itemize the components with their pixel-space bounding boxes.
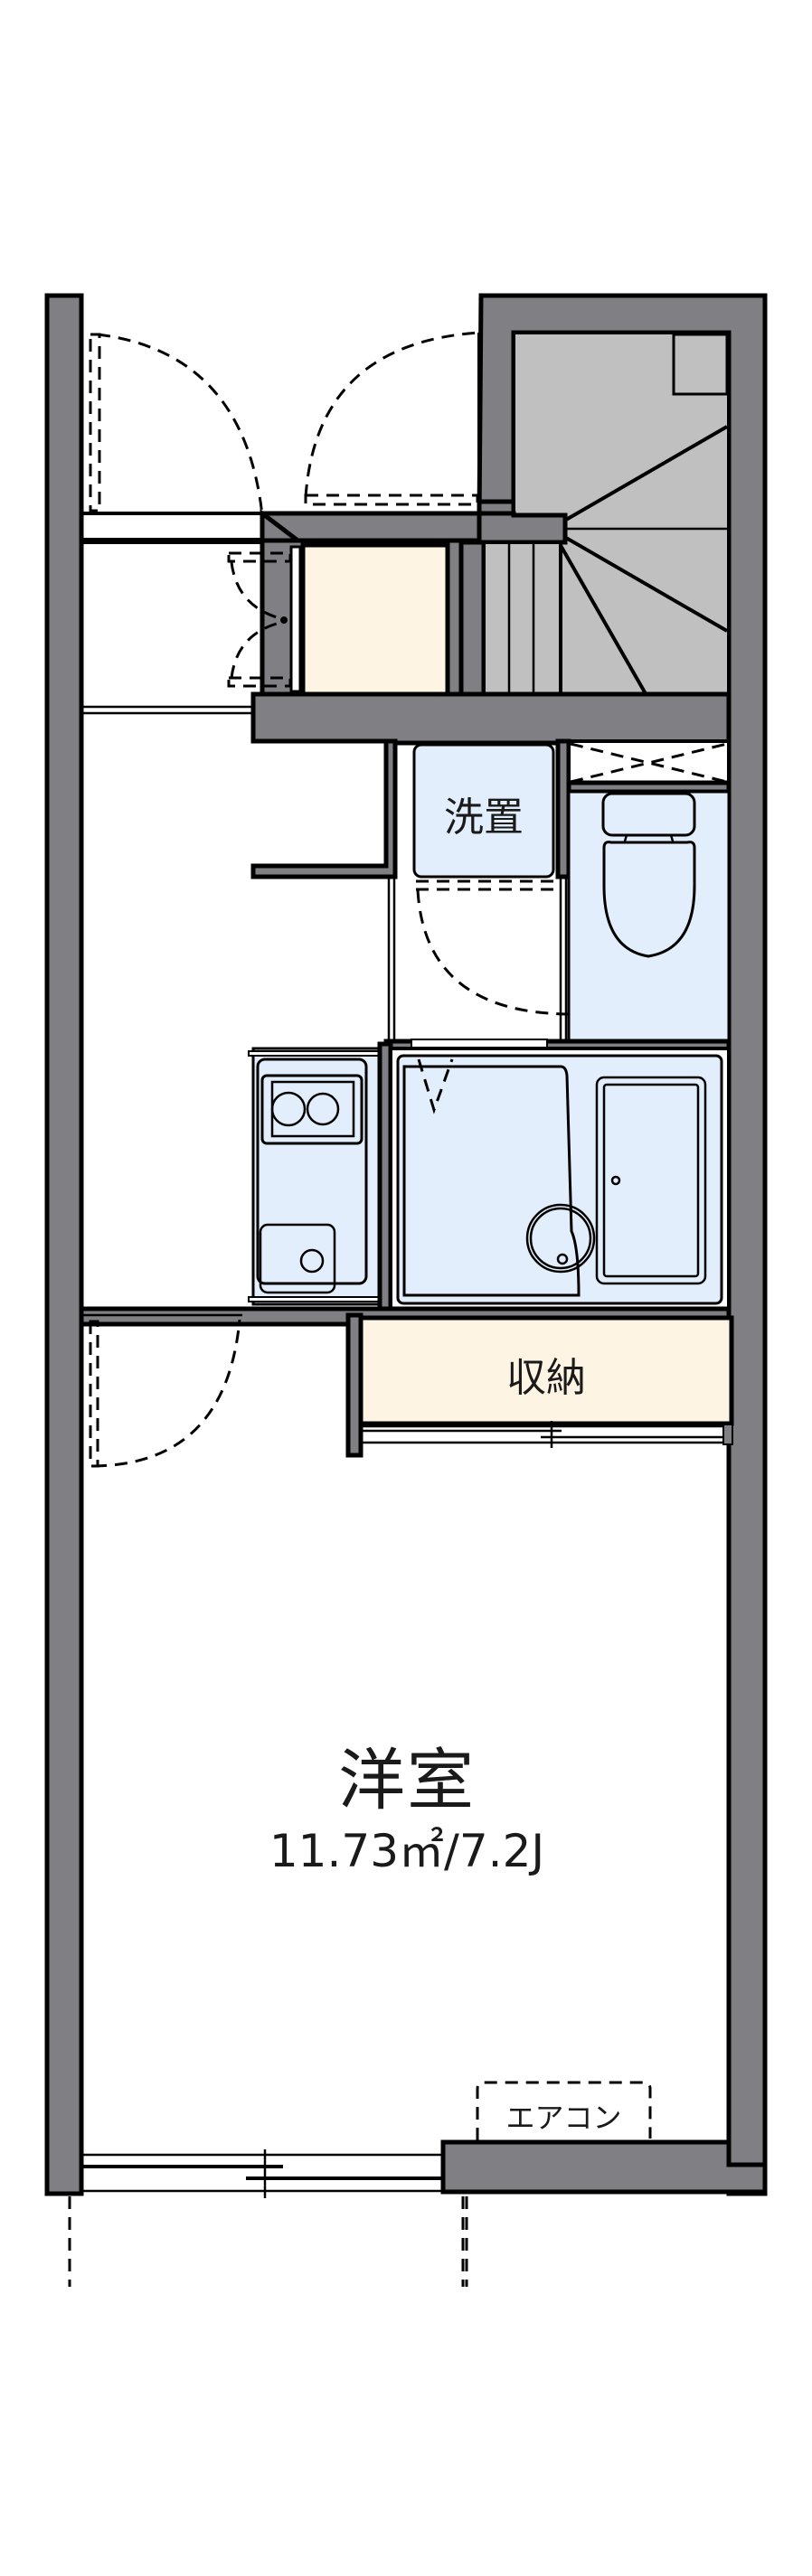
storage-label: 収納 — [506, 1355, 586, 1401]
western-room-name: 洋室 — [338, 1742, 476, 1819]
bathtub-icon[interactable] — [595, 1076, 707, 1285]
air-conditioner-icon — [476, 2081, 652, 2140]
center-wall — [250, 691, 732, 746]
laundry-door-swing-icon[interactable] — [387, 877, 569, 1046]
toilet-icon — [601, 792, 696, 958]
storage-closet — [345, 1312, 734, 1458]
kitchen-partition-wall — [250, 738, 398, 879]
shoe-closet-double-door-icon[interactable] — [227, 545, 302, 693]
utility-shaft-icon — [566, 739, 732, 794]
air-conditioner-label: エアコン — [505, 2101, 622, 2135]
porch-door-swing-icon[interactable] — [304, 331, 481, 520]
washer-space-icon — [412, 743, 555, 879]
entrance-door-swing-icon[interactable] — [81, 333, 264, 541]
room-door-swing-icon[interactable] — [81, 1313, 242, 1468]
balcony-edge-lines — [68, 2196, 468, 2287]
staircase-icon — [458, 331, 731, 712]
hall-partition — [81, 541, 262, 715]
balcony-window-icon[interactable] — [83, 2149, 443, 2198]
wash-basin-icon — [402, 1058, 596, 1297]
kitchen-sink-icon — [259, 1223, 336, 1294]
left-exterior-wall — [44, 293, 84, 2196]
washer-space-label: 洗置 — [444, 794, 524, 841]
bottom-wall — [440, 2139, 768, 2195]
sliding-door-icon[interactable] — [361, 1421, 733, 1448]
kitchen-stove-icon — [256, 1058, 368, 1285]
western-room-area: 11.73㎡/7.2J — [269, 1825, 545, 1877]
